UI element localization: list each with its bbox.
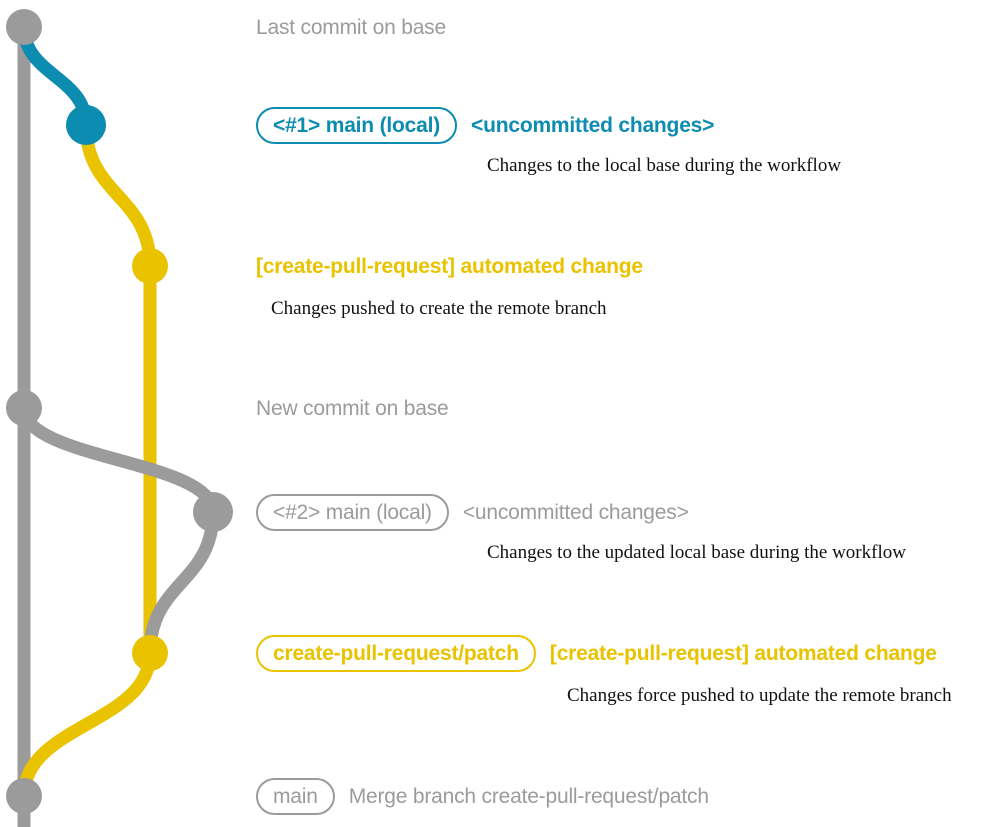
commit-message-automated-change-2: [create-pull-request] automated change xyxy=(549,641,937,665)
commit-description-automated-change-1: Changes pushed to create the remote bran… xyxy=(271,298,607,319)
commit-node-local-uncommitted-2[interactable] xyxy=(193,492,233,532)
graph-entry-automated-change-1: [create-pull-request] automated change xyxy=(256,247,643,285)
ref-badge-local-commit-2[interactable]: <#2> main (local) xyxy=(256,493,449,531)
ref-badge-local-commit-1[interactable]: <#1> main (local) xyxy=(256,106,458,144)
commit-edge-patch2-to-merge xyxy=(17,652,157,797)
commit-message-local-commit-2: <uncommitted changes> xyxy=(462,500,689,524)
commit-node-local-uncommitted-1[interactable] xyxy=(66,105,106,145)
graph-entry-merge-commit: main Merge branch create-pull-request/pat… xyxy=(256,777,709,815)
node-layer xyxy=(6,9,233,814)
commit-edge-local2-to-patch2 xyxy=(143,511,220,654)
commit-message-merge-commit: Merge branch create-pull-request/patch xyxy=(348,784,709,808)
commit-message-new-commit-on-base: New commit on base xyxy=(256,396,449,420)
edge-layer xyxy=(17,26,220,827)
commit-node-new-commit-on-base[interactable] xyxy=(6,390,42,426)
commit-node-automated-change-2[interactable] xyxy=(132,635,168,671)
graph-entry-automated-change-2: create-pull-request/patch [create-pull-re… xyxy=(256,634,937,672)
commit-node-automated-change-1[interactable] xyxy=(132,248,168,284)
ref-badge-merge-commit[interactable]: main xyxy=(256,777,335,815)
ref-badge-automated-change-2[interactable]: create-pull-request/patch xyxy=(256,634,536,672)
commit-node-last-commit-on-base[interactable] xyxy=(6,9,42,45)
graph-entry-local-commit-1: <#1> main (local) <uncommitted changes> xyxy=(256,106,714,144)
commit-node-merge-commit[interactable] xyxy=(6,778,42,814)
commit-description-automated-change-2: Changes force pushed to update the remot… xyxy=(567,685,952,706)
commit-edge-local1-to-patch1 xyxy=(79,124,157,267)
commit-description-local-commit-1: Changes to the local base during the wor… xyxy=(487,155,842,176)
graph-entry-local-commit-2: <#2> main (local) <uncommitted changes> xyxy=(256,493,689,531)
commit-message-local-commit-1: <uncommitted changes> xyxy=(471,113,715,137)
commit-message-last-commit-on-base: Last commit on base xyxy=(256,15,446,39)
graph-entry-new-commit-on-base: New commit on base xyxy=(256,389,449,427)
commit-message-automated-change-1: [create-pull-request] automated change xyxy=(256,254,643,278)
graph-entry-last-commit-on-base: Last commit on base xyxy=(256,8,446,46)
commit-description-local-commit-2: Changes to the updated local base during… xyxy=(487,542,906,563)
